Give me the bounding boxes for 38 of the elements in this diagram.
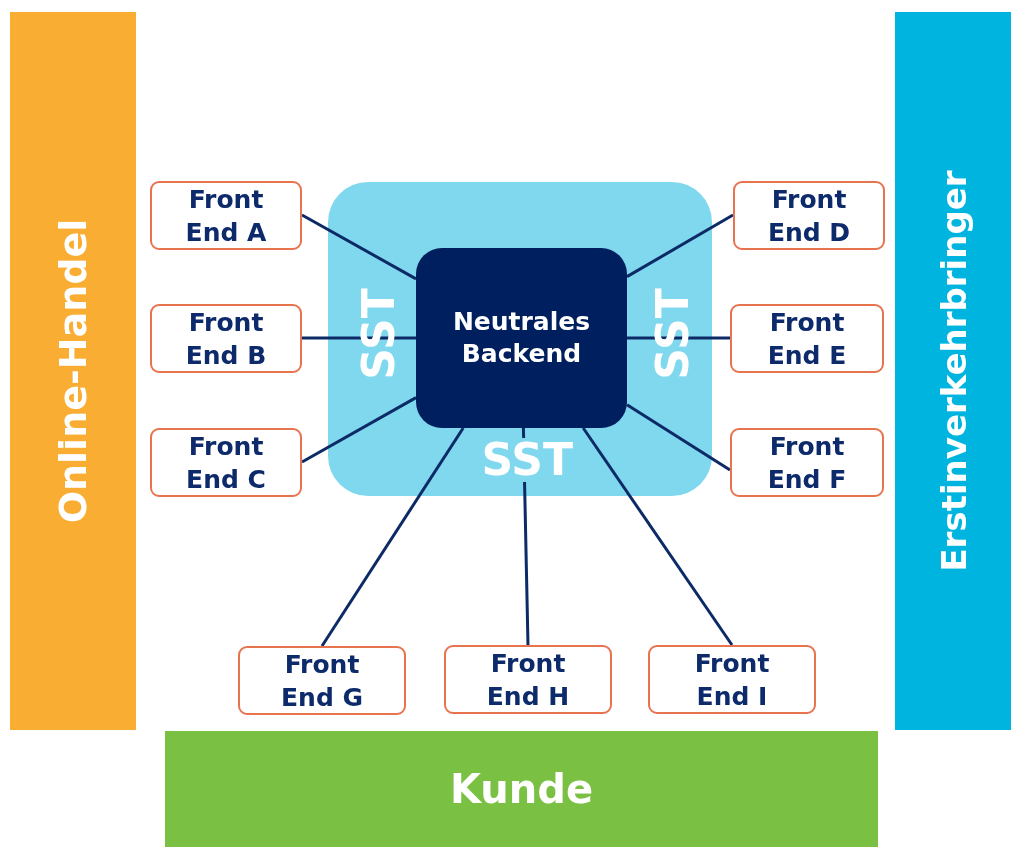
front-end-box bbox=[150, 428, 302, 497]
connector-line bbox=[301, 396, 417, 464]
connector-line bbox=[581, 427, 734, 646]
bar-label: Kunde bbox=[450, 766, 593, 812]
front-end-label: Front End D bbox=[766, 183, 852, 249]
front-end-box bbox=[444, 645, 612, 714]
front-end-label: Front End B bbox=[184, 306, 268, 372]
connector-line bbox=[320, 427, 465, 647]
front-end-label: Front End C bbox=[185, 430, 267, 496]
front-end-label: Front End F bbox=[766, 430, 848, 496]
backend-box bbox=[416, 248, 627, 428]
side-bar bbox=[895, 12, 1011, 730]
front-end-box bbox=[238, 646, 406, 715]
front-end-box bbox=[730, 428, 884, 497]
front-end-label: Front End A bbox=[184, 183, 268, 249]
front-end-label: Front End I bbox=[693, 647, 771, 713]
backend-label: Neutrales Backend bbox=[451, 306, 592, 370]
connector-line bbox=[302, 336, 416, 340]
interface-label: SST bbox=[356, 288, 401, 380]
front-end-label: Front End H bbox=[485, 647, 571, 713]
front-end-box bbox=[730, 304, 884, 373]
front-end-box bbox=[648, 645, 816, 714]
front-end-label: Front End G bbox=[280, 648, 364, 714]
bottom-bar bbox=[165, 731, 878, 847]
connector-line bbox=[627, 336, 730, 340]
connector-line bbox=[626, 213, 734, 278]
connector-line bbox=[626, 403, 731, 472]
interface-label: SST bbox=[650, 288, 695, 380]
front-end-box bbox=[150, 181, 302, 250]
side-bar bbox=[10, 12, 136, 730]
front-end-label: Front End E bbox=[766, 306, 848, 372]
front-end-box bbox=[150, 304, 302, 373]
interface-label: SST bbox=[481, 438, 573, 482]
bar-label: Online-Handel bbox=[50, 218, 95, 524]
front-end-box bbox=[733, 181, 885, 250]
interface-area bbox=[328, 182, 712, 496]
connector-line bbox=[301, 213, 417, 281]
bar-label: Erstinverkehrbringer bbox=[933, 170, 974, 572]
